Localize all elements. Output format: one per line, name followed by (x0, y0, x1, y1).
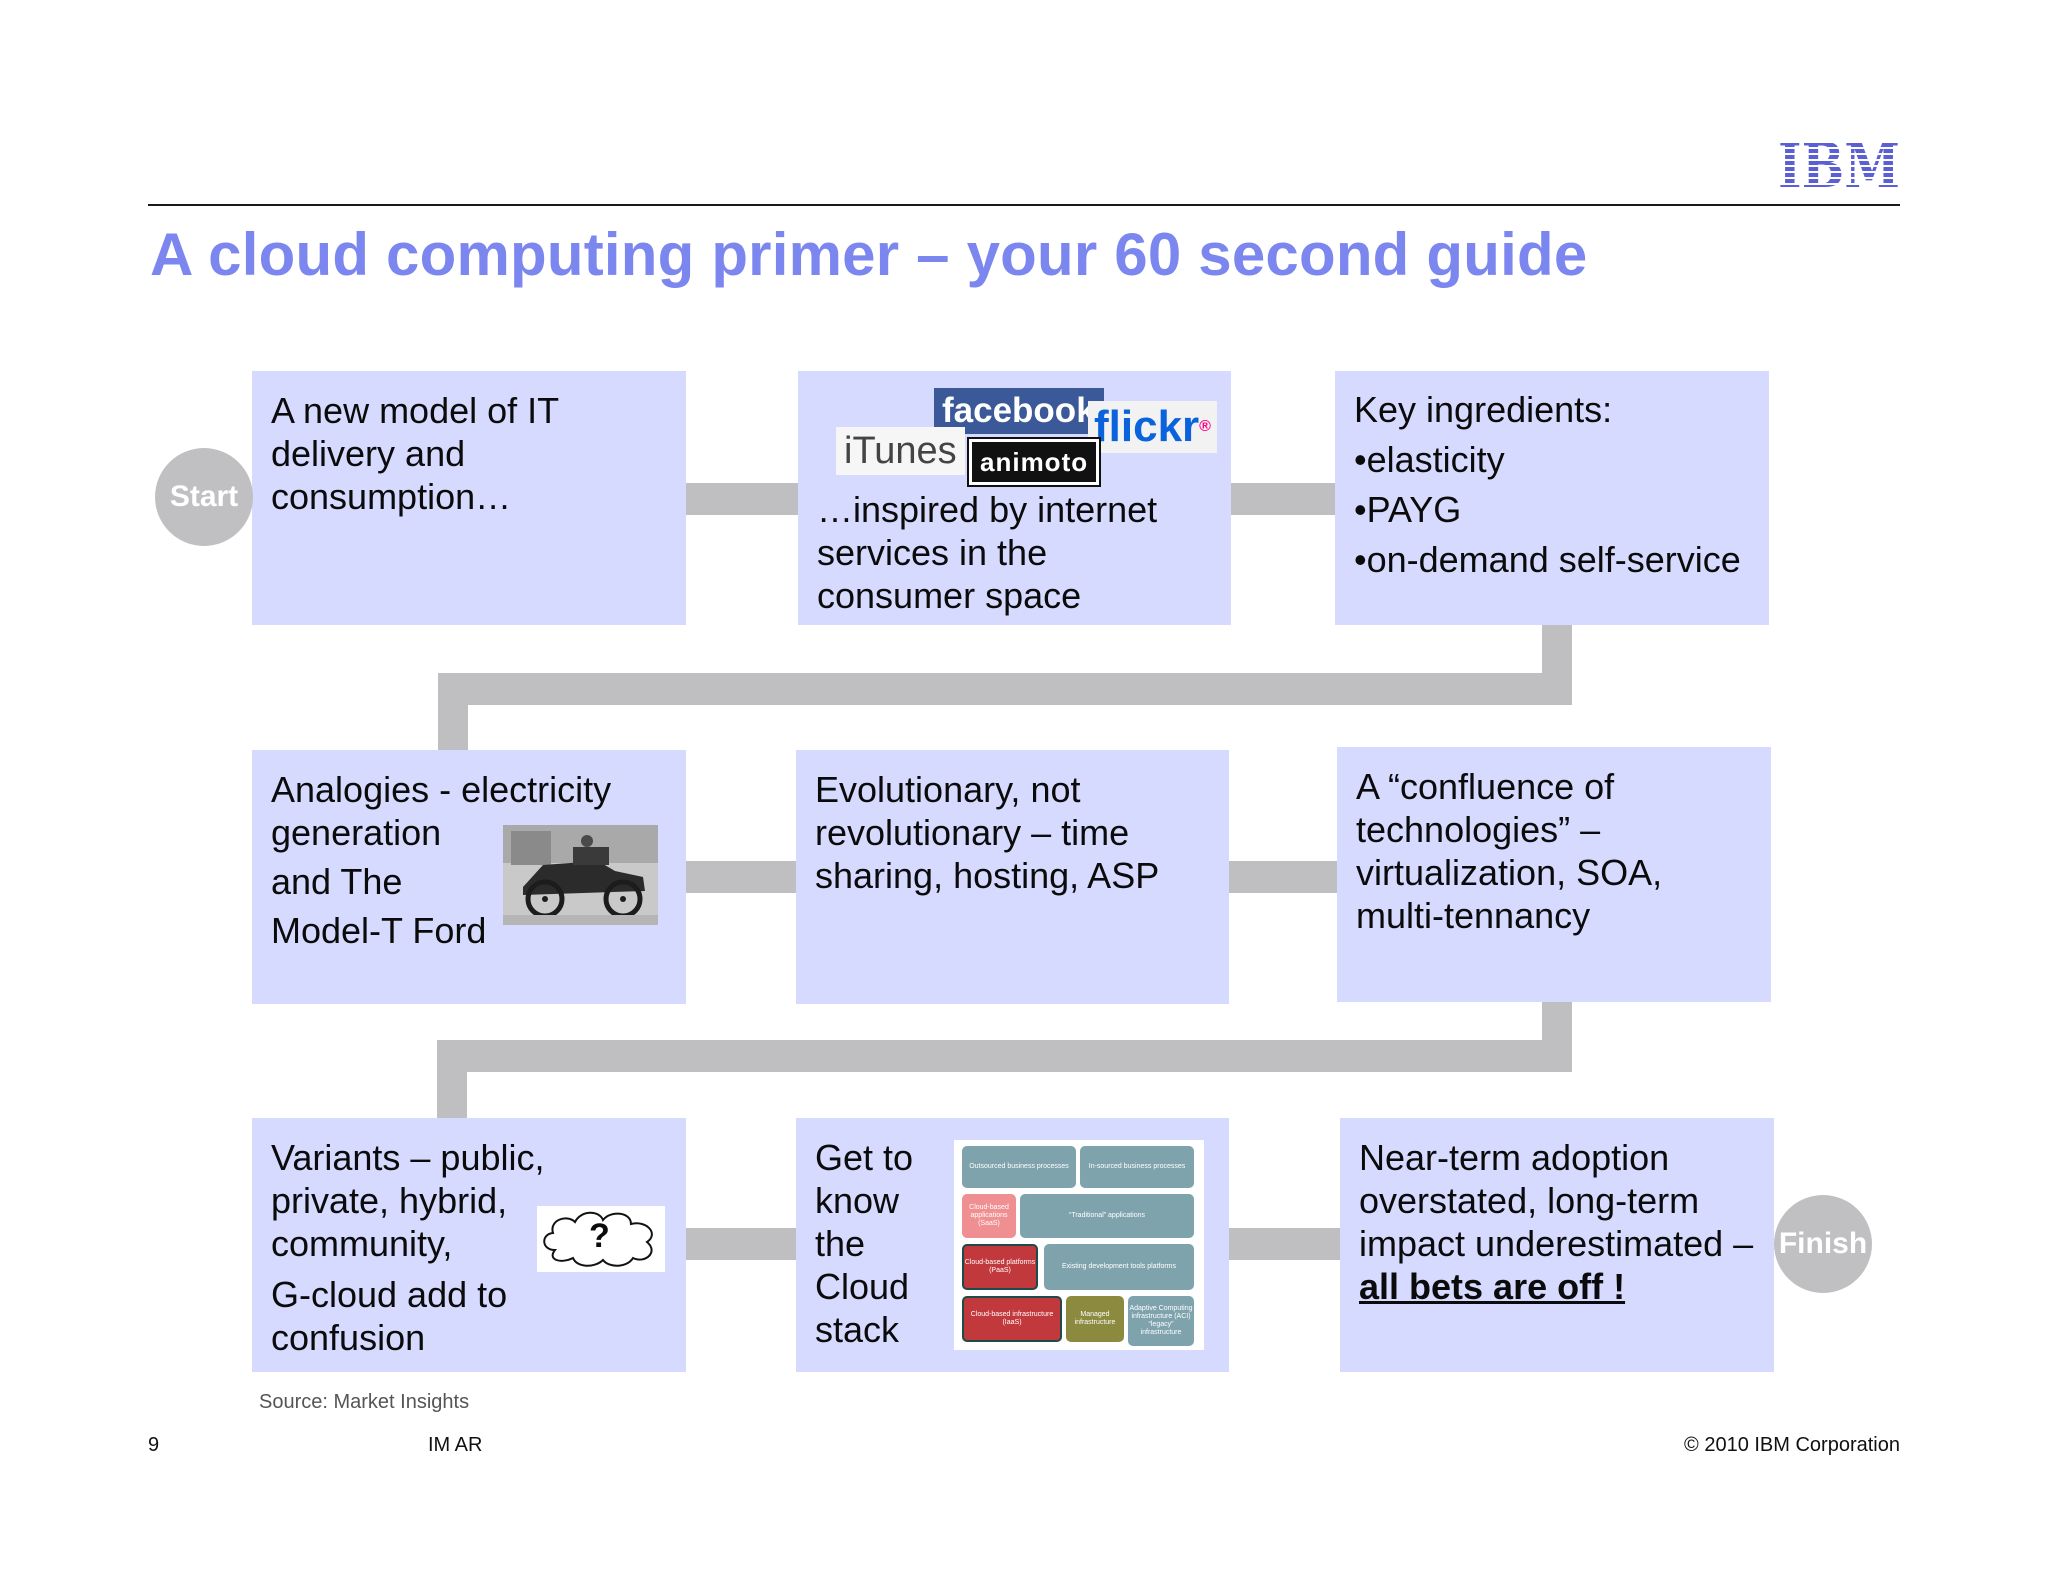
box-confluence-line-1: A “confluence of (1356, 766, 1615, 807)
stack-traditional: “Traditional” applications (1020, 1194, 1194, 1238)
start-marker: Start (155, 448, 253, 546)
stack-outsourced: Outsourced business processes (962, 1146, 1076, 1188)
source-note: Source: Market Insights (259, 1391, 470, 1413)
box-near-term-line-3: impact underestimated – (1359, 1223, 1754, 1264)
box-evolutionary-line-3: sharing, hosting, ASP (815, 855, 1160, 896)
header-rule (148, 204, 1900, 206)
box-internet-services-line-2: services in the (817, 532, 1048, 573)
box-evolutionary-line-2: revolutionary – time (815, 812, 1130, 853)
box-key-ingredients-line-1: Key ingredients: (1354, 389, 1613, 430)
connector-row2-drop (437, 1040, 467, 1118)
animoto-logo: animoto (966, 437, 1102, 487)
box-cloud-stack-line-5: stack (815, 1309, 900, 1350)
box-variants-line-2: private, hybrid, (271, 1180, 508, 1221)
box-evolutionary-line-1: Evolutionary, not (815, 769, 1081, 810)
copyright: © 2010 IBM Corporation (1684, 1434, 1900, 1456)
connector-row2-horizontal (437, 1040, 1572, 1072)
question-mark: ? (589, 1217, 610, 1255)
box-key-ingredients: Key ingredients: •elasticity •PAYG •on-d… (1335, 371, 1769, 625)
box-confluence-line-3: virtualization, SOA, (1356, 852, 1663, 893)
finish-marker: Finish (1774, 1195, 1872, 1293)
box-analogies: Analogies - electricity generation and T… (252, 750, 686, 1004)
page-number: 9 (148, 1434, 160, 1456)
stack-existing-platforms: Existing development tools platforms (1044, 1244, 1194, 1290)
page-title: A cloud computing primer – your 60 secon… (150, 221, 1588, 288)
box-analogies-line-1: Analogies - electricity (271, 769, 612, 810)
box-cloud-stack-line-1: Get to (815, 1137, 914, 1178)
box-variants-line-3: community, (271, 1223, 453, 1264)
stack-cloud-platforms: Cloud-based platforms (PaaS) (962, 1244, 1038, 1290)
stack-adaptive: Adaptive Computing infrastructure (ACI) … (1128, 1296, 1194, 1346)
question-cloud-icon: ? (537, 1206, 665, 1272)
facebook-logo: facebook (934, 388, 1104, 434)
box-variants-line-1: Variants – public, (271, 1137, 545, 1178)
box-new-model: A new model of IT delivery and consumpti… (252, 371, 686, 625)
box-analogies-line-4: Model-T Ford (271, 910, 487, 951)
flickr-logo-mark: ® (1199, 418, 1211, 435)
box-confluence-line-2: technologies” – (1356, 809, 1601, 850)
box-variants: Variants – public, private, hybrid, comm… (252, 1118, 686, 1372)
box-near-term: Near-term adoption overstated, long-term… (1340, 1118, 1774, 1372)
connector-7-8 (686, 1228, 798, 1260)
connector-row1-drop (438, 673, 468, 750)
flickr-logo: flickr® (1088, 401, 1217, 453)
ibm-logo: IBM (1778, 137, 1900, 189)
connector-8-9 (1229, 1228, 1340, 1260)
connector-1-2 (686, 483, 800, 515)
box-evolutionary: Evolutionary, not revolutionary – time s… (796, 750, 1229, 1004)
stack-insourced: In-sourced business processes (1080, 1146, 1194, 1188)
box-key-ingredients-line-3: •PAYG (1354, 489, 1462, 530)
box-new-model-line-3: consumption… (271, 476, 512, 517)
box-variants-line-5: confusion (271, 1317, 426, 1358)
itunes-logo: iTunes (836, 427, 965, 475)
connector-2-3 (1231, 483, 1335, 515)
box-key-ingredients-line-4: •on-demand self-service (1354, 539, 1741, 580)
box-confluence-line-4: multi-tennancy (1356, 895, 1591, 936)
box-analogies-line-2: generation (271, 812, 442, 853)
cloud-stack-diagram: Outsourced business processes In-sourced… (954, 1140, 1204, 1350)
box-key-ingredients-line-2: •elasticity (1354, 439, 1505, 480)
box-near-term-line-2: overstated, long-term (1359, 1180, 1700, 1221)
box-variants-line-4: G-cloud add to (271, 1274, 508, 1315)
box-new-model-line-2: delivery and (271, 433, 466, 474)
box-internet-services: facebook flickr® iTunes animoto …inspire… (798, 371, 1231, 625)
box-cloud-stack-line-4: Cloud (815, 1266, 910, 1307)
connector-row1-horizontal (438, 673, 1572, 705)
flickr-logo-text: flickr (1094, 402, 1200, 451)
connector-4-5 (686, 861, 798, 893)
connector-5-6 (1229, 861, 1337, 893)
box-near-term-line-1: Near-term adoption (1359, 1137, 1670, 1178)
footer-label: IM AR (428, 1434, 483, 1456)
model-t-ford-photo (503, 825, 658, 925)
stack-managed: Managed infrastructure (1066, 1296, 1124, 1342)
stack-cloud-apps: Cloud-based applications (SaaS) (962, 1194, 1016, 1238)
box-cloud-stack-line-2: know (815, 1180, 900, 1221)
stack-cloud-infra: Cloud-based infrastructure (IaaS) (962, 1296, 1062, 1342)
box-confluence: A “confluence of technologies” – virtual… (1337, 747, 1771, 1002)
box-near-term-emphasis: all bets are off ! (1359, 1266, 1626, 1307)
box-cloud-stack: Get to know the Cloud stack Outsourced b… (796, 1118, 1229, 1372)
box-new-model-line-1: A new model of IT (271, 390, 560, 431)
box-internet-services-line-1: …inspired by internet (817, 489, 1158, 530)
box-internet-services-line-3: consumer space (817, 575, 1082, 616)
box-cloud-stack-line-3: the (815, 1223, 866, 1264)
box-analogies-line-3: and The (271, 861, 403, 902)
